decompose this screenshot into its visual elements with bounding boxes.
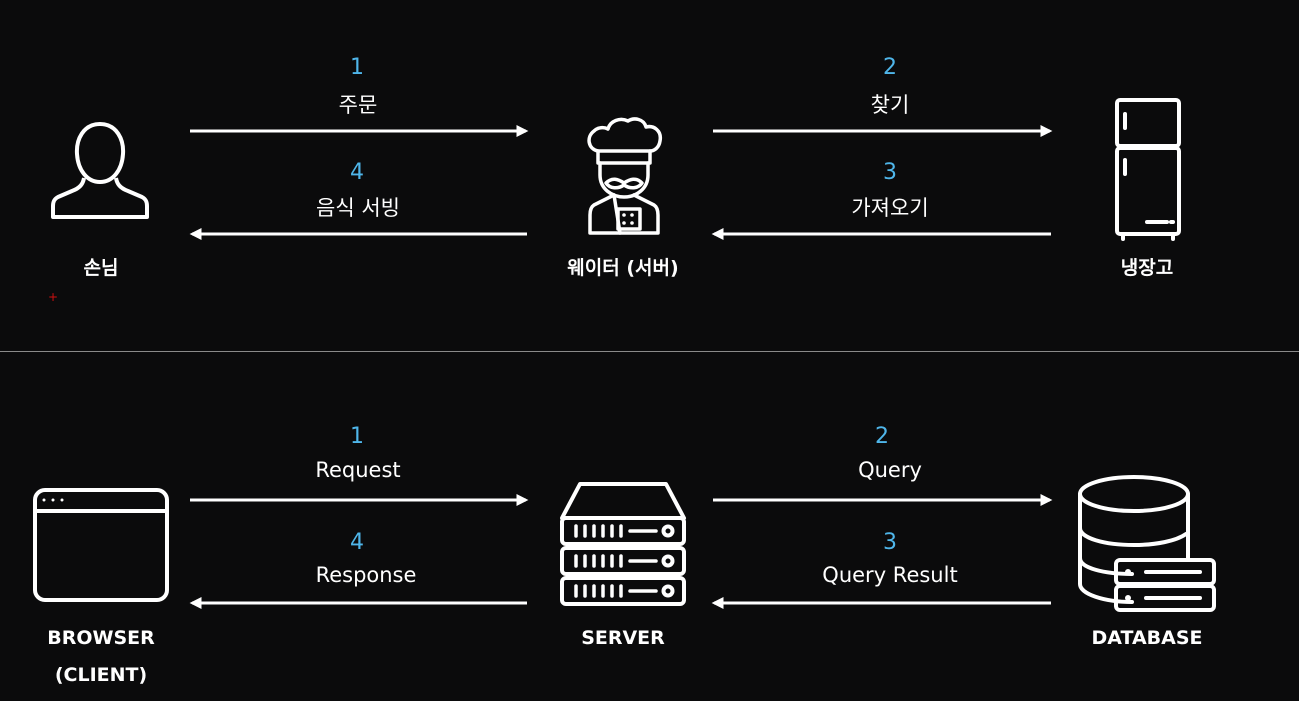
person-icon	[50, 120, 150, 220]
step-number: 4	[350, 530, 364, 555]
step-label: 주문	[338, 93, 378, 117]
step-number: 4	[350, 160, 364, 185]
step-number: 2	[883, 55, 897, 80]
step-number: 3	[883, 530, 897, 555]
red-cursor-mark: +	[48, 290, 59, 304]
node-label-browser-line1: BROWSER	[47, 627, 155, 649]
node-label-fridge: 냉장고	[1120, 257, 1174, 279]
node-label-customer: 손님	[83, 257, 119, 279]
server-rack-icon	[558, 480, 688, 608]
node-label-browser: BROWSER (CLIENT)	[0, 620, 221, 694]
step-label: 가져오기	[851, 196, 929, 220]
node-label-server: SERVER	[581, 627, 665, 649]
chef-icon	[584, 117, 664, 235]
database-icon	[1076, 474, 1218, 616]
step-label: 음식 서빙	[316, 196, 400, 220]
step-label: Response	[315, 563, 417, 587]
step-number: 1	[350, 55, 364, 80]
step-label: Request	[315, 458, 401, 482]
step-label: Query Result	[822, 563, 958, 587]
step-label: 찾기	[870, 93, 910, 117]
node-label-waiter: 웨이터 (서버)	[567, 257, 679, 279]
refrigerator-icon	[1113, 96, 1183, 242]
browser-window-icon	[32, 487, 170, 603]
node-label-browser-line2: (CLIENT)	[54, 664, 148, 686]
node-label-database: DATABASE	[1091, 627, 1203, 649]
step-number: 1	[350, 424, 364, 449]
step-number: 3	[883, 160, 897, 185]
step-number: 2	[875, 424, 889, 449]
section-divider	[0, 351, 1299, 352]
step-label: Query	[858, 458, 922, 482]
